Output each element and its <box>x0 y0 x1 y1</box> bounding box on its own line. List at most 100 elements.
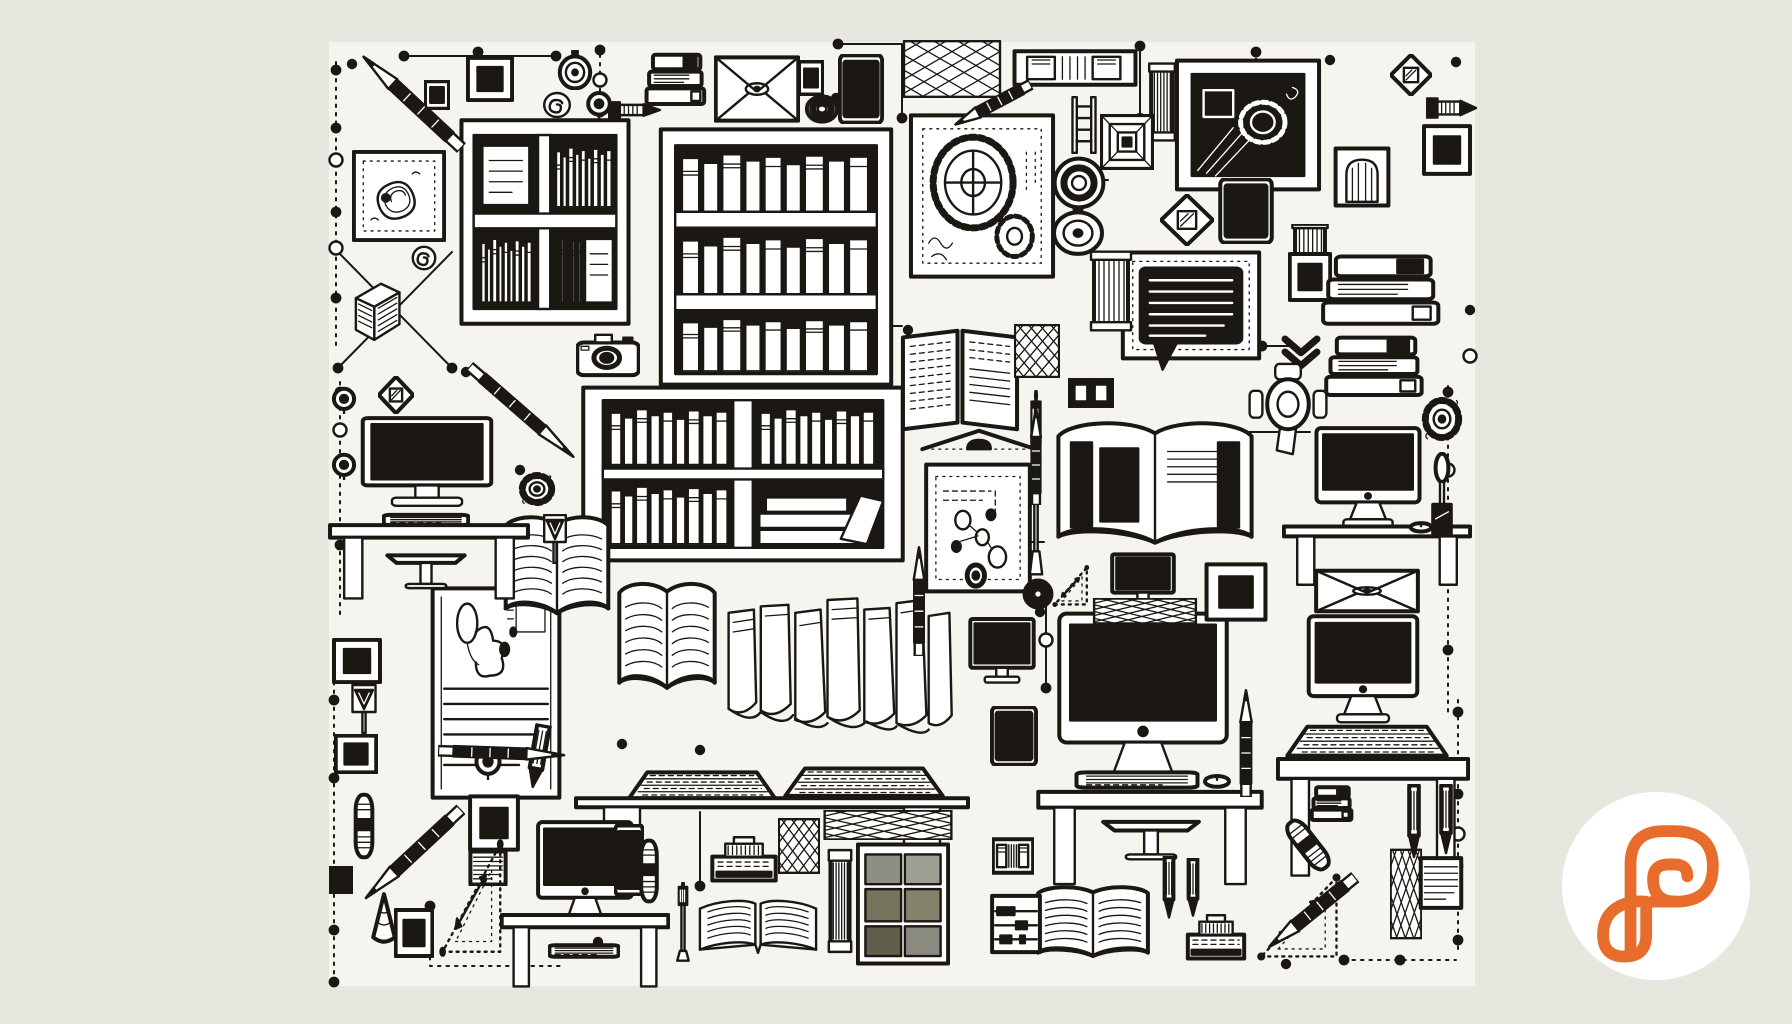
connector-node <box>1136 42 1144 50</box>
books-column-left-of-bubble <box>1089 250 1133 332</box>
dot-node <box>1326 56 1334 64</box>
abacus-frame <box>990 894 1042 954</box>
pen-hang-1 <box>1407 784 1421 859</box>
connector-node <box>552 52 560 60</box>
grid-frame <box>468 795 520 851</box>
dot-node <box>516 466 524 474</box>
keyboard-center <box>1077 772 1198 787</box>
connector-node <box>448 364 456 372</box>
gear-blueprint-frame <box>911 115 1053 276</box>
donut-center <box>1023 579 1053 609</box>
keyboard-bottom-left <box>548 943 620 959</box>
dot-node <box>618 740 626 748</box>
connector-node <box>330 774 338 782</box>
keyboard-tray-right <box>785 769 942 796</box>
connector-node <box>332 124 340 132</box>
open-book-center <box>619 584 714 688</box>
logo-p-inner <box>1647 858 1694 908</box>
dot-node <box>348 60 356 68</box>
envelope <box>1316 571 1418 611</box>
tablet-center <box>990 706 1038 766</box>
brand-logo-badge <box>1561 791 1751 981</box>
gear-sketch-left <box>520 473 554 505</box>
crossed-frame-top <box>714 55 800 123</box>
connector-node <box>330 926 338 934</box>
tiny-tag <box>329 866 353 894</box>
dot-node <box>1282 960 1290 968</box>
mini-frame-top-left <box>424 80 450 110</box>
open-book-bottom-right <box>1038 887 1148 956</box>
connector-node <box>696 882 704 890</box>
dual-square-plate <box>1068 378 1114 408</box>
ring-node <box>594 74 607 87</box>
dark-frame-bottom-left <box>334 734 378 774</box>
connector-node <box>334 364 342 372</box>
dark-square-top-right <box>1218 178 1274 244</box>
connector-node <box>330 696 338 704</box>
pens-group-2 <box>1187 858 1199 917</box>
dark-column-bottom-center <box>614 824 644 896</box>
connector-node <box>1042 684 1050 692</box>
ruler-bar <box>1015 51 1136 85</box>
connector-node <box>1444 388 1452 396</box>
crosshatch-square-center <box>1014 324 1060 378</box>
hatch-under-book <box>1092 598 1198 624</box>
connector-node <box>1340 956 1348 964</box>
ring-node <box>334 424 347 437</box>
wide-bookshelf <box>583 388 902 561</box>
small-bookshelf <box>461 120 628 324</box>
connector-node <box>1454 708 1462 716</box>
connector-node <box>1252 48 1260 56</box>
illustration-layer <box>330 40 1477 987</box>
dark-frame-top-right <box>1422 125 1472 175</box>
connector-node <box>834 40 842 48</box>
mini-shelf-books <box>645 53 706 106</box>
spiral-doodle-1 <box>543 92 571 118</box>
striped-cylinder <box>639 839 659 903</box>
spiral-doodle-2 <box>412 246 436 270</box>
pedestal-frame <box>1288 253 1332 301</box>
connector-node <box>474 48 482 56</box>
window-grid <box>858 844 948 963</box>
dot-node <box>1452 58 1460 66</box>
pencil-vertical-right <box>1238 688 1254 797</box>
connector-node <box>332 208 340 216</box>
pens-group-1 <box>1163 856 1175 919</box>
connector-node <box>1396 956 1404 964</box>
connector-node <box>332 66 340 74</box>
arch-frame <box>1334 147 1390 207</box>
keyboard-tray-left <box>629 772 775 798</box>
striped-box-small <box>1310 786 1353 821</box>
dark-tablet-top <box>838 54 884 124</box>
camera-doodle <box>576 333 640 377</box>
connector-node <box>1444 646 1452 654</box>
connector-node <box>1454 936 1462 944</box>
logo-p-outer <box>1624 825 1719 957</box>
frame-with-screen <box>1205 563 1267 621</box>
bracket-frame <box>333 638 381 684</box>
gear-sketch-right <box>1425 400 1458 438</box>
connector-node <box>596 46 604 54</box>
fingerprint-frame <box>352 150 446 242</box>
ring-node <box>330 242 343 255</box>
pencil-vertical-center <box>912 546 926 656</box>
slot-box <box>992 838 1034 874</box>
keyboard-right-desk <box>1287 727 1446 756</box>
pen-hang-2 <box>1439 784 1453 855</box>
lens-ring <box>1055 159 1104 208</box>
striped-pole <box>829 850 851 952</box>
logo-letter-p <box>1597 825 1719 963</box>
thumbnail-frame <box>466 56 514 102</box>
connector-line <box>838 44 902 118</box>
molecule-sketch-frame <box>926 465 1030 592</box>
hatch-strip <box>823 810 953 840</box>
connector-node <box>400 52 408 60</box>
donut-ring-top <box>805 95 839 123</box>
connector-node <box>336 541 344 549</box>
mouse-center <box>1204 775 1230 788</box>
mouse-right <box>1410 522 1432 532</box>
dot-node <box>904 326 912 334</box>
terminal-speech-bubble <box>1123 253 1259 370</box>
